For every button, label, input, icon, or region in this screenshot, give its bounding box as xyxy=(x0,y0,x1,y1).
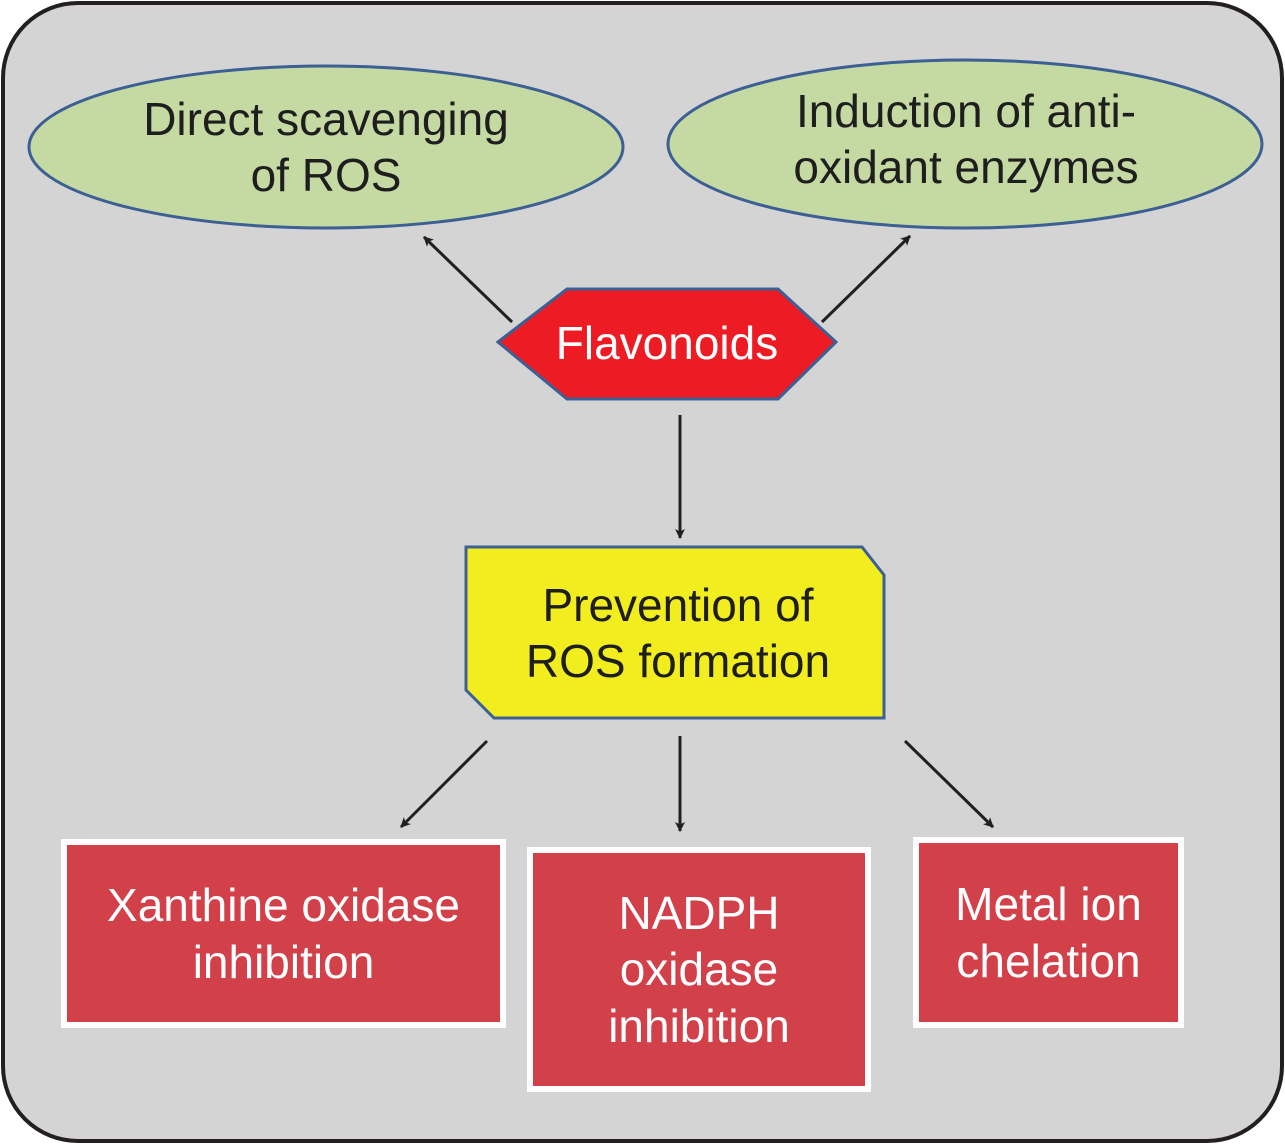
arrow-flavonoids-to-scavenging xyxy=(422,235,514,324)
nadph-box xyxy=(527,847,871,1092)
scavenging-line-1: Direct scavenging xyxy=(143,92,509,145)
xanthine-box xyxy=(61,839,506,1028)
prevention-label: Prevention of ROS formation xyxy=(478,562,878,704)
prevention-line-1: Prevention of xyxy=(542,578,814,631)
induction-line-1: Induction of anti- xyxy=(795,84,1137,137)
arrow-prevention-to-xanthine xyxy=(399,739,489,829)
flavonoids-label: Flavonoids xyxy=(540,300,794,386)
scavenging-label: Direct scavenging of ROS xyxy=(60,72,592,222)
xanthine-label: Xanthine oxidase inhibition xyxy=(67,845,500,1022)
induction-ellipse xyxy=(666,58,1264,230)
xanthine-line-2: inhibition xyxy=(192,935,375,988)
flavonoids-hexagon xyxy=(495,287,839,401)
arrow-flavonoids-to-induction xyxy=(820,234,912,324)
xanthine-line-1: Xanthine oxidase xyxy=(107,879,460,932)
scavenging-ellipse xyxy=(27,64,625,230)
metal-label: Metal ion chelation xyxy=(919,843,1178,1022)
induction-line-2: oxidant enzymes xyxy=(793,141,1139,193)
prevention-note xyxy=(464,545,886,720)
nadph-line-2: oxidase xyxy=(619,943,779,996)
nadph-line-3: inhibition xyxy=(608,999,790,1052)
metal-box xyxy=(913,837,1184,1028)
nadph-label: NADPH oxidase inhibition xyxy=(533,853,865,1086)
prevention-line-2: ROS formation xyxy=(525,635,831,687)
induction-label: Induction of anti- oxidant enzymes xyxy=(700,64,1232,214)
nadph-line-1: NADPH xyxy=(618,887,780,940)
scavenging-line-2: of ROS xyxy=(250,149,402,201)
flavonoids-text: Flavonoids xyxy=(555,316,779,369)
metal-line-1: Metal ion xyxy=(955,878,1142,931)
arrow-prevention-to-metal xyxy=(903,739,995,829)
metal-line-2: chelation xyxy=(956,934,1141,987)
